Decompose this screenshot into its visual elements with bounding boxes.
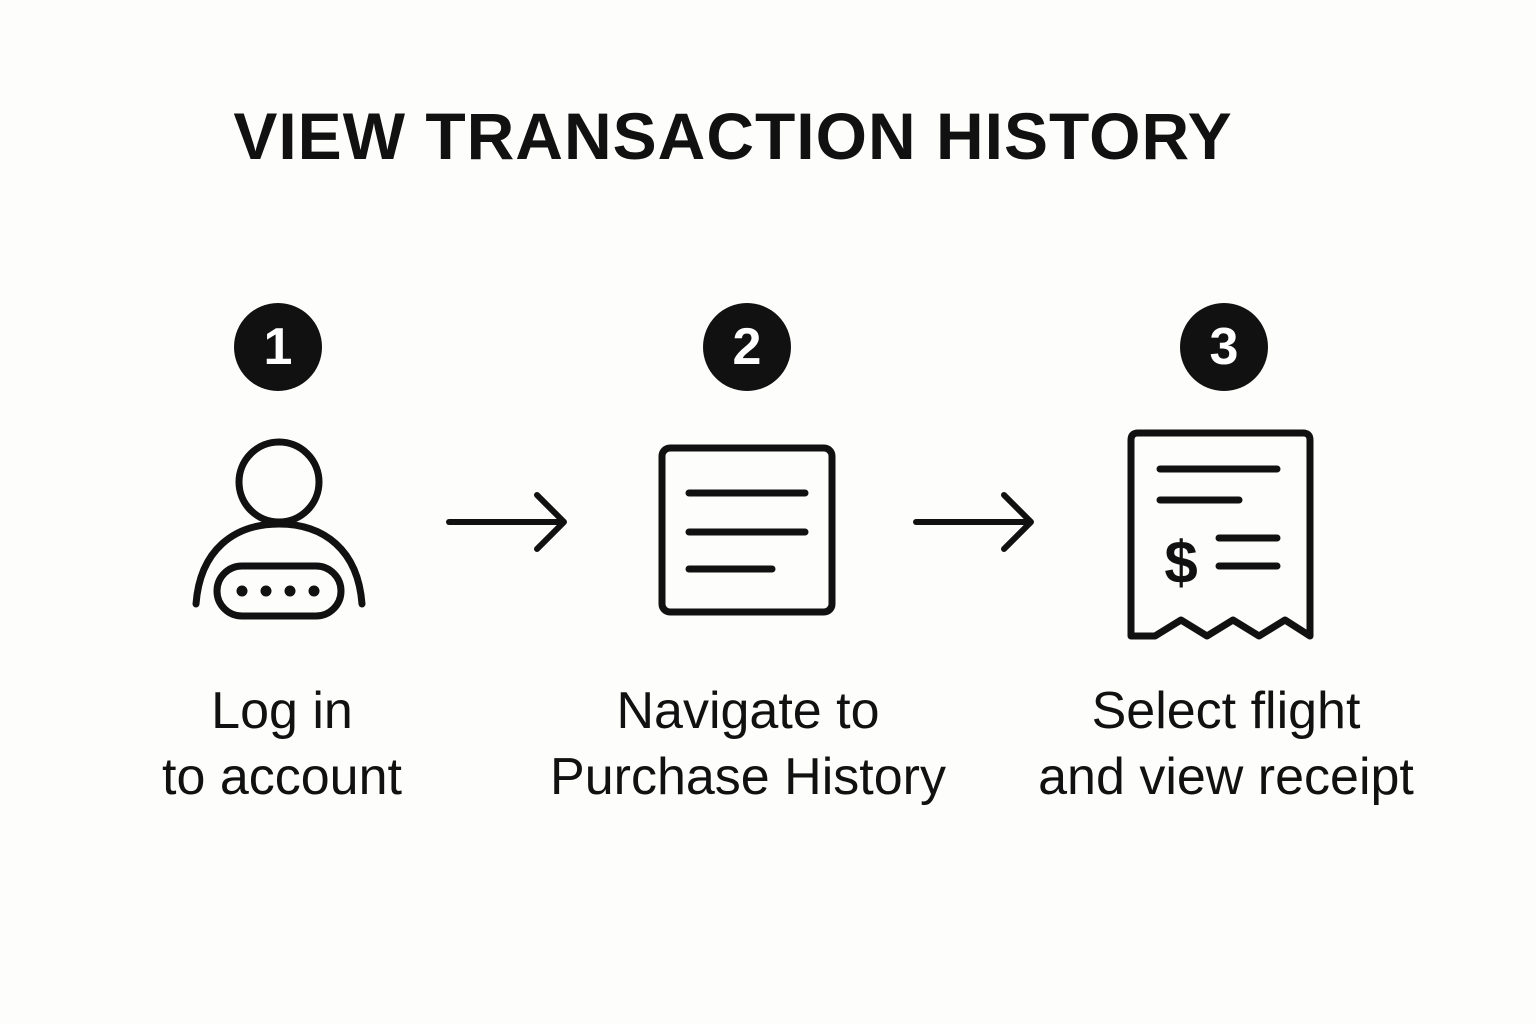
arrow-right-icon <box>913 490 1037 554</box>
step-caption: Select flight and view receipt <box>1003 678 1449 810</box>
user-login-icon <box>190 438 370 628</box>
step-number-badge: 3 <box>1180 303 1268 391</box>
step-caption: Navigate to Purchase History <box>518 678 978 810</box>
step-caption-line: Purchase History <box>550 748 946 806</box>
receipt-dollar-icon: $ <box>1125 428 1315 644</box>
document-list-icon <box>658 444 836 616</box>
step-number-badge: 1 <box>234 303 322 391</box>
step-caption-line: Navigate to <box>616 682 880 740</box>
step-caption-line: Log in <box>211 682 353 740</box>
svg-text:$: $ <box>1164 529 1197 596</box>
step-caption-line: Select flight <box>1091 682 1361 740</box>
step-caption-line: and view receipt <box>1038 748 1414 806</box>
step-caption-line: to account <box>162 748 402 806</box>
arrow-right-icon <box>446 490 570 554</box>
step-number-badge: 2 <box>703 303 791 391</box>
step-caption: Log in to account <box>132 678 432 810</box>
page-title: VIEW TRANSACTION HISTORY <box>233 99 1233 173</box>
